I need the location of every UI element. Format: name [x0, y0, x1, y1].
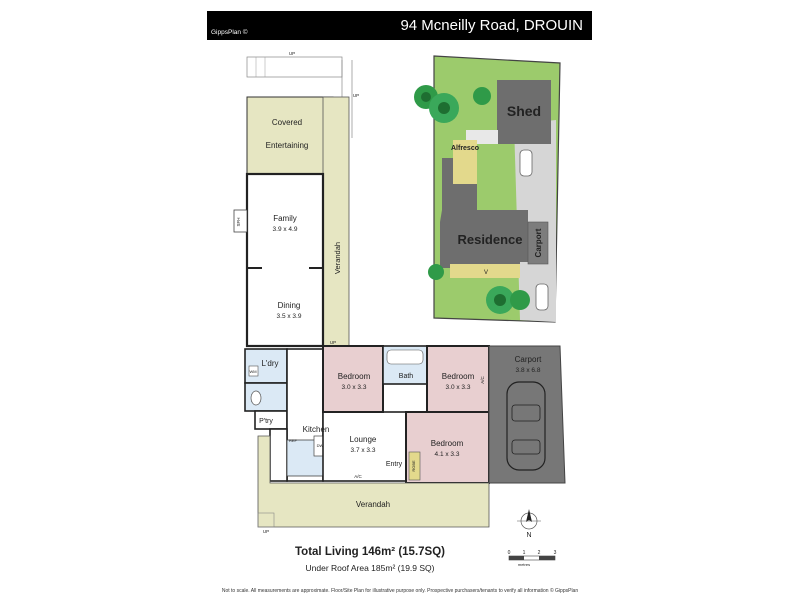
pantry-label: P'try [259, 418, 273, 425]
covered-label-2: Entertaining [266, 141, 309, 150]
tree-4 [486, 286, 514, 314]
under-roof-area: Under Roof Area 185m² (19.9 SQ) [305, 563, 435, 573]
ac-lounge-label: A/C [354, 474, 362, 479]
up-label-2: UP [353, 93, 359, 98]
car-1 [519, 149, 533, 177]
lounge-label: Lounge [350, 435, 377, 444]
up-label-1: UP [289, 51, 295, 56]
bathtub [386, 349, 424, 365]
side-verandah [322, 96, 350, 347]
scale-tick-3: 3 [554, 550, 557, 556]
laundry-label: L'dry [261, 359, 278, 368]
family-dim: 3.9 x 4.9 [273, 226, 298, 233]
fridge-label: REF [289, 438, 298, 443]
covered-entertaining [246, 96, 334, 175]
robe-label: ROBE [411, 460, 416, 472]
front-stairs [257, 512, 275, 528]
side-verandah-label: Verandah [333, 242, 342, 274]
entry-label: Entry [386, 461, 403, 468]
bedroom-2 [426, 345, 490, 413]
site-plan: Shed Alfresco Residence Carport V [414, 55, 561, 323]
carport-label: Carport [515, 355, 542, 364]
carport-dim: 3.8 x 6.8 [516, 367, 541, 374]
tree-2 [429, 93, 459, 123]
bedroom3-label: Bedroom [431, 439, 464, 448]
up-label-3: UP [330, 340, 336, 345]
toilet [244, 382, 288, 412]
scale-tick-0: 0 [508, 550, 511, 556]
tree-6 [428, 264, 444, 280]
robe [408, 451, 421, 481]
site-alfresco-label: Alfresco [451, 145, 479, 152]
carport [488, 345, 566, 484]
front-verandah-label: Verandah [356, 500, 390, 509]
wood-heater-label: SFH [236, 218, 241, 227]
washing-machine [248, 365, 259, 377]
bedroom3-dim: 4.1 x 3.3 [435, 451, 460, 458]
wm-label: WM [249, 369, 256, 374]
north-label: N [526, 532, 531, 539]
dining-label: Dining [278, 301, 301, 310]
scale-tick-2: 2 [538, 550, 541, 556]
back-stairs [246, 56, 343, 78]
bedroom1-label: Bedroom [338, 372, 371, 381]
car-icon [506, 381, 546, 471]
total-living-area: Total Living 146m² (15.7SQ) [295, 546, 445, 558]
room-labels: Covered Entertaining Family 3.9 x 4.9 Di… [236, 51, 542, 534]
lounge-dim: 3.7 x 3.3 [351, 447, 376, 454]
dw-label: DW [317, 443, 324, 448]
family-dining [245, 172, 325, 348]
site-carport-label: Carport [534, 228, 543, 257]
site-residence-label: Residence [457, 232, 522, 247]
site-shed-label: Shed [507, 103, 541, 119]
tree-3 [473, 87, 491, 105]
north-arrow-icon: N [517, 509, 541, 539]
disclaimer-text: Not to scale. All measurements are appro… [221, 588, 579, 594]
bath-label: Bath [399, 373, 414, 380]
wood-heater [233, 209, 248, 233]
scale-unit: metres [518, 562, 530, 567]
bedroom2-label: Bedroom [442, 372, 475, 381]
alfresco-block [453, 140, 477, 184]
covered-label-1: Covered [272, 118, 302, 127]
site-carport-block [527, 221, 549, 265]
kitchen-label: Kitchen [303, 425, 330, 434]
shed-block [497, 80, 551, 144]
site-v-label: V [484, 270, 488, 276]
floor-plan [233, 56, 566, 528]
car-2 [535, 283, 549, 311]
header-bar: GippsPlan © 94 Mcneilly Road, DROUIN [207, 11, 592, 40]
property-address: 94 Mcneilly Road, DROUIN [400, 17, 583, 34]
scale-bar: 0 1 2 3 metres [508, 550, 557, 567]
residence-block [440, 158, 548, 268]
bedroom1-dim: 3.0 x 3.3 [342, 384, 367, 391]
site-verandah [450, 264, 520, 278]
dining-dim: 3.5 x 3.9 [277, 313, 302, 320]
up-label-4: UP [263, 529, 269, 534]
tree-5 [510, 290, 530, 310]
bedroom2-dim: 3.0 x 3.3 [446, 384, 471, 391]
ac-bed2-label: A/C [480, 376, 485, 384]
scale-tick-1: 1 [523, 550, 526, 556]
brand-logo: GippsPlan © [211, 29, 248, 36]
family-label: Family [273, 214, 297, 223]
